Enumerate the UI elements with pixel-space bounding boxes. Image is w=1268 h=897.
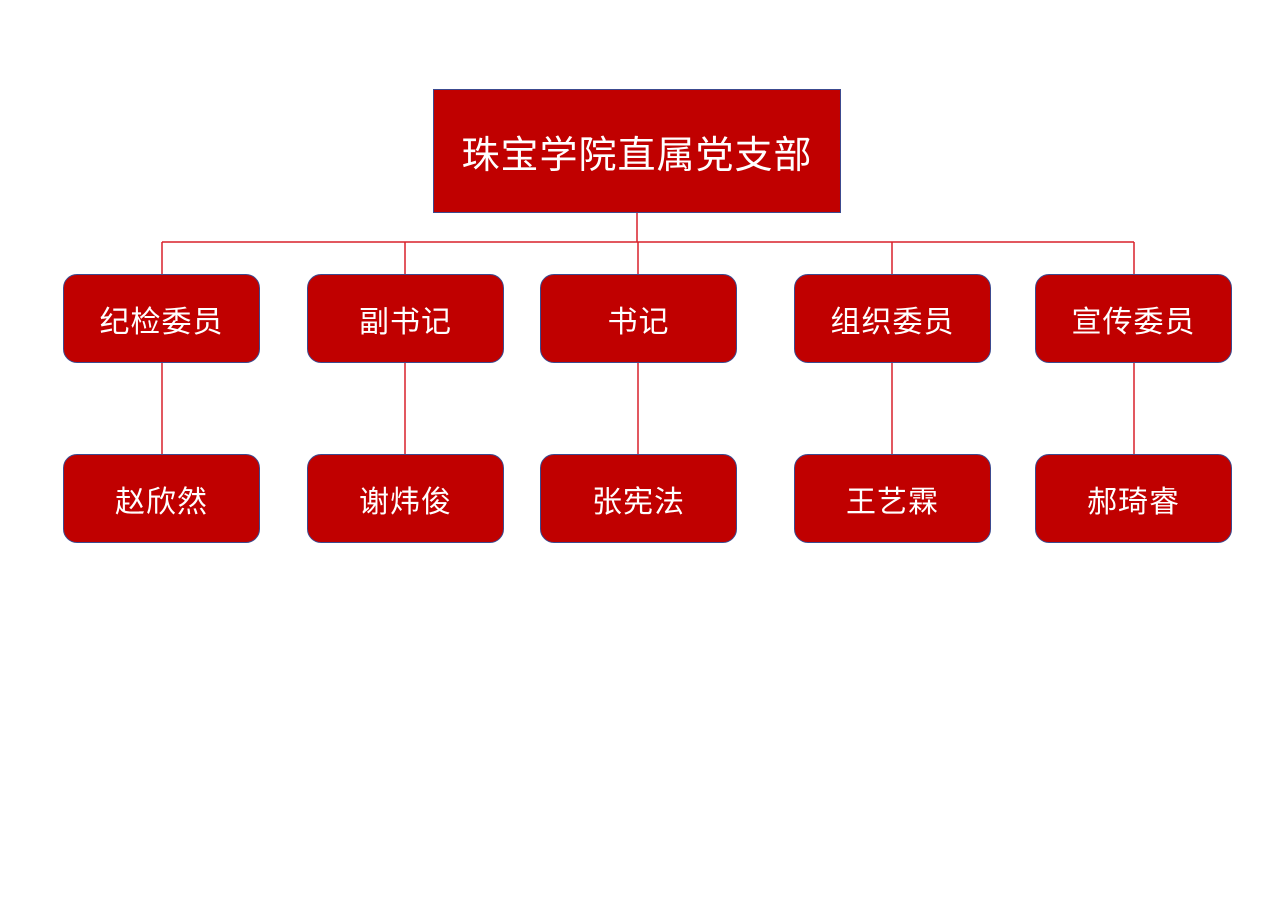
person-name: 赵欣然	[115, 484, 208, 520]
role-node-label: 副书记	[359, 304, 452, 340]
role-node-secretary: 书记	[540, 274, 737, 363]
person-node-4: 郝琦睿	[1035, 454, 1232, 543]
role-node-organization: 组织委员	[794, 274, 991, 363]
person-node-3: 王艺霖	[794, 454, 991, 543]
person-node-2: 张宪法	[540, 454, 737, 543]
person-name: 谢炜俊	[359, 484, 452, 520]
person-name: 郝琦睿	[1087, 484, 1180, 520]
person-node-0: 赵欣然	[63, 454, 260, 543]
person-node-1: 谢炜俊	[307, 454, 504, 543]
root-node-party-branch: 珠宝学院直属党支部	[433, 89, 841, 213]
person-name: 王艺霖	[846, 484, 939, 520]
role-node-deputy-secretary: 副书记	[307, 274, 504, 363]
role-node-discipline-inspection: 纪检委员	[63, 274, 260, 363]
role-node-label: 宣传委员	[1071, 304, 1196, 340]
root-node-label: 珠宝学院直属党支部	[461, 132, 813, 177]
person-name: 张宪法	[592, 484, 685, 520]
role-node-propaganda: 宣传委员	[1035, 274, 1232, 363]
role-node-label: 纪检委员	[99, 304, 224, 340]
role-node-label: 组织委员	[830, 304, 955, 340]
role-node-label: 书记	[607, 304, 670, 340]
